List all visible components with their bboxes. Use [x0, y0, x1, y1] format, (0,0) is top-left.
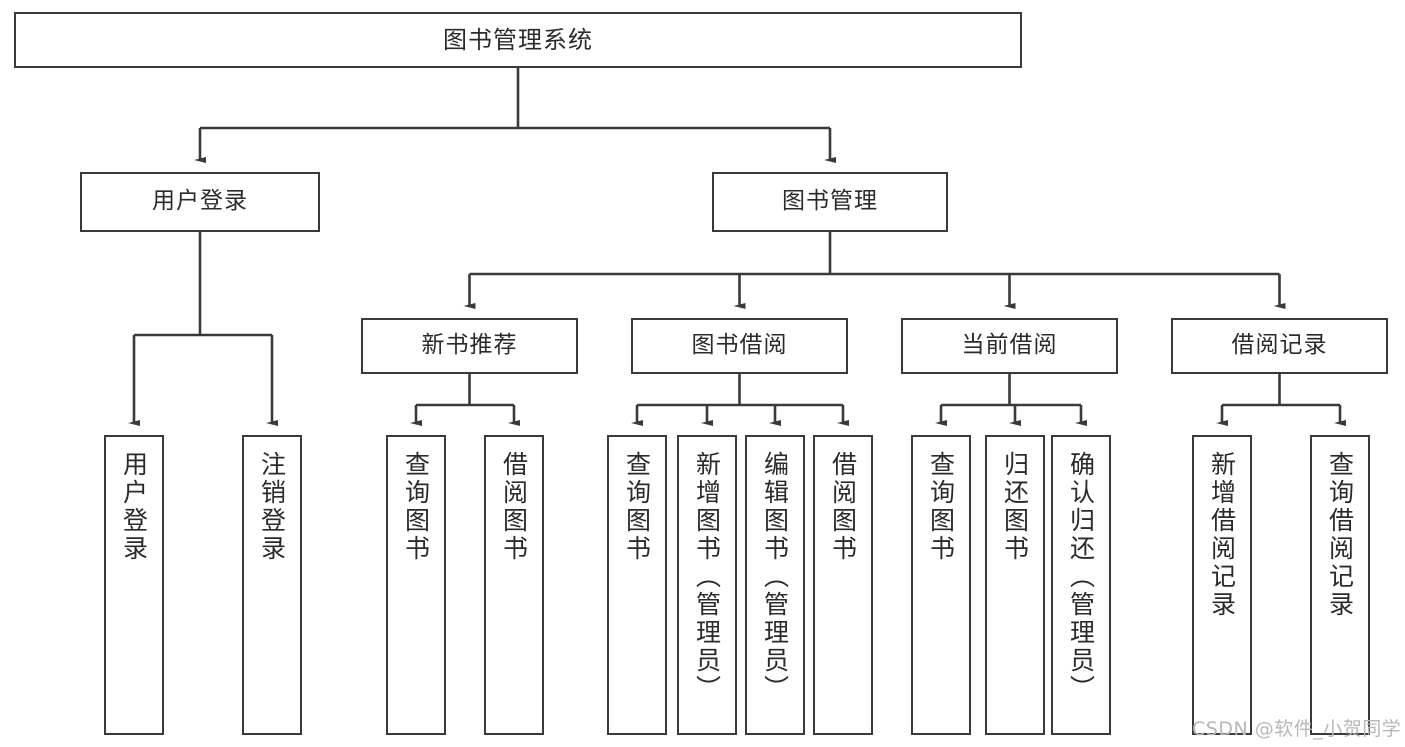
node-label: 新增图书（管理员） — [692, 451, 722, 703]
csdn-watermark: CSDN @软件_小贺同学 — [1192, 718, 1402, 740]
node-leaf-logout[interactable]: 注销登录 — [242, 435, 302, 735]
node-leaf-return-book[interactable]: 归还图书 — [985, 435, 1045, 735]
node-leaf-user-login[interactable]: 用户登录 — [104, 435, 164, 735]
node-leaf-edit-book[interactable]: 编辑图书（管理员） — [745, 435, 805, 735]
node-label: 查询图书 — [622, 451, 652, 563]
node-user-login[interactable]: 用户登录 — [80, 172, 320, 232]
node-book-borrow[interactable]: 图书借阅 — [631, 318, 848, 374]
node-label: 借阅记录 — [1231, 332, 1328, 359]
node-book-manage[interactable]: 图书管理 — [712, 172, 948, 232]
node-label: 注销登录 — [257, 451, 287, 563]
node-leaf-borrow-book-2[interactable]: 借阅图书 — [813, 435, 873, 735]
node-label: 图书管理 — [782, 188, 878, 215]
node-label: 查询借阅记录 — [1325, 451, 1355, 619]
node-label: 图书借阅 — [691, 332, 788, 359]
node-current-borrow[interactable]: 当前借阅 — [901, 318, 1118, 374]
node-label: 用户登录 — [152, 188, 248, 215]
node-label: 归还图书 — [1000, 451, 1030, 563]
node-label: 用户登录 — [119, 451, 149, 563]
node-leaf-add-record[interactable]: 新增借阅记录 — [1192, 435, 1252, 735]
node-leaf-query-record[interactable]: 查询借阅记录 — [1310, 435, 1370, 735]
node-root[interactable]: 图书管理系统 — [14, 12, 1022, 68]
node-label: 新增借阅记录 — [1207, 451, 1237, 619]
node-borrow-record[interactable]: 借阅记录 — [1171, 318, 1388, 374]
node-leaf-query-book-1[interactable]: 查询图书 — [386, 435, 446, 735]
node-leaf-add-book[interactable]: 新增图书（管理员） — [677, 435, 737, 735]
node-new-book-recommend[interactable]: 新书推荐 — [361, 318, 578, 374]
node-label: 借阅图书 — [499, 451, 529, 563]
node-label: 查询图书 — [401, 451, 431, 563]
node-leaf-query-book-3[interactable]: 查询图书 — [911, 435, 971, 735]
node-label: 确认归还（管理员） — [1066, 451, 1096, 703]
node-leaf-borrow-book-1[interactable]: 借阅图书 — [484, 435, 544, 735]
node-label: 查询图书 — [926, 451, 956, 563]
node-leaf-confirm-return[interactable]: 确认归还（管理员） — [1051, 435, 1111, 735]
node-label: 借阅图书 — [828, 451, 858, 563]
node-label: 新书推荐 — [421, 332, 518, 359]
node-label: 图书管理系统 — [443, 25, 593, 54]
node-leaf-query-book-2[interactable]: 查询图书 — [607, 435, 667, 735]
node-label: 编辑图书（管理员） — [760, 451, 790, 703]
node-label: 当前借阅 — [961, 332, 1058, 359]
